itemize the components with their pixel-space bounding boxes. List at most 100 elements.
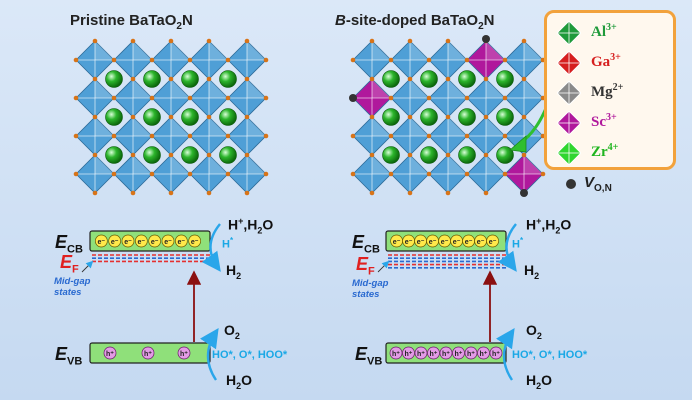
legend-item-mg: Mg2+	[557, 79, 667, 105]
hole-label: h⁺	[392, 351, 400, 358]
h2o-right: H2O	[526, 372, 553, 391]
anion-atom	[388, 133, 394, 139]
anion-atom	[111, 171, 117, 177]
octahedron	[428, 116, 468, 156]
octahedron	[189, 116, 229, 156]
anion-atom	[502, 57, 508, 63]
a-site-atom	[496, 108, 514, 126]
electron-label: e⁻	[138, 239, 146, 246]
doped-title: B-site-doped BaTaO2N	[335, 12, 495, 32]
hole-label: h⁺	[467, 351, 475, 358]
intermediates-right: HO*, O*, HOO*	[512, 349, 588, 361]
hstar-right: H*	[512, 236, 524, 251]
octahedron	[75, 154, 115, 194]
anion-atom	[263, 133, 269, 139]
anion-atom	[369, 190, 375, 196]
anion-atom	[540, 171, 546, 177]
electron-label: e⁻	[429, 239, 437, 246]
band-panel: e⁻e⁻e⁻e⁻e⁻e⁻e⁻e⁻e⁻h⁺h⁺h⁺h⁺h⁺h⁺h⁺h⁺h⁺	[377, 223, 517, 381]
anion-atom	[445, 114, 451, 120]
electron	[108, 234, 122, 248]
octahedron	[428, 154, 468, 194]
lattice-layer	[73, 35, 554, 197]
electron	[188, 234, 202, 248]
vacancy-dot	[349, 94, 357, 102]
anion-atom	[426, 171, 432, 177]
a-site-atom	[420, 108, 438, 126]
octahedron	[504, 78, 544, 118]
anion-atom	[426, 95, 432, 101]
anion-atom	[464, 57, 470, 63]
anion-atom	[263, 171, 269, 177]
evb-label-left: EVB	[55, 344, 83, 368]
anion-atom	[206, 190, 212, 196]
octahedron	[504, 154, 544, 194]
hole-label: h⁺	[405, 351, 413, 358]
octahedron	[227, 116, 267, 156]
anion-atom	[369, 38, 375, 44]
anion-atom	[225, 133, 231, 139]
a-site-atom	[420, 146, 438, 164]
anion-atom	[130, 114, 136, 120]
electron-label: e⁻	[111, 239, 119, 246]
midgap-pointer	[81, 260, 94, 273]
electron	[134, 234, 148, 248]
a-site-atom	[105, 146, 123, 164]
oxidation-arrow	[200, 328, 219, 381]
octahedron	[352, 154, 392, 194]
intermediates-left: HO*, O*, HOO*	[212, 349, 288, 361]
anion-atom	[168, 152, 174, 158]
anion-atom	[388, 57, 394, 63]
vacancy-legend: VO,N	[566, 174, 646, 196]
hole	[464, 346, 478, 360]
hole-label: h⁺	[417, 351, 425, 358]
hole-label: h⁺	[442, 351, 450, 358]
anion-atom	[244, 152, 250, 158]
anion-atom	[502, 95, 508, 101]
octahedron	[113, 78, 153, 118]
anion-atom	[407, 38, 413, 44]
anion-atom	[244, 76, 250, 82]
hole	[103, 346, 117, 360]
octahedron	[466, 154, 506, 194]
vacancy-label: VO,N	[584, 174, 612, 194]
electron-label: e⁻	[417, 239, 425, 246]
evb-label-right: EVB	[355, 344, 383, 368]
diamond-icon	[557, 141, 581, 165]
octahedron	[151, 116, 191, 156]
a-site-atom	[496, 146, 514, 164]
anion-atom	[244, 190, 250, 196]
anion-atom	[388, 95, 394, 101]
anion-atom	[426, 133, 432, 139]
ef-label-right: EF	[356, 254, 375, 278]
a-site-atom	[181, 108, 199, 126]
electron-label: e⁻	[98, 239, 106, 246]
anion-atom	[521, 38, 527, 44]
diamond-icon	[557, 81, 581, 105]
a-site-atom	[382, 70, 400, 88]
octahedron	[390, 116, 430, 156]
octahedron	[189, 154, 229, 194]
anion-atom	[426, 57, 432, 63]
octahedron	[227, 154, 267, 194]
anion-atom	[464, 95, 470, 101]
legend-item-zr: Zr4+	[557, 139, 667, 165]
electron	[161, 234, 175, 248]
doped-lattice	[349, 35, 546, 197]
anion-atom	[130, 76, 136, 82]
anion-atom	[225, 57, 231, 63]
anion-atom	[73, 133, 79, 139]
h2-left: H2	[226, 262, 242, 281]
anion-atom	[388, 171, 394, 177]
hole-label: h⁺	[106, 351, 114, 358]
a-site-atom	[458, 108, 476, 126]
anion-atom	[92, 152, 98, 158]
hole	[452, 346, 465, 360]
o2-right: O2	[526, 322, 542, 341]
electron-label: e⁻	[124, 239, 132, 246]
anion-atom	[483, 152, 489, 158]
anion-atom	[464, 171, 470, 177]
diamond-icon	[557, 51, 581, 75]
